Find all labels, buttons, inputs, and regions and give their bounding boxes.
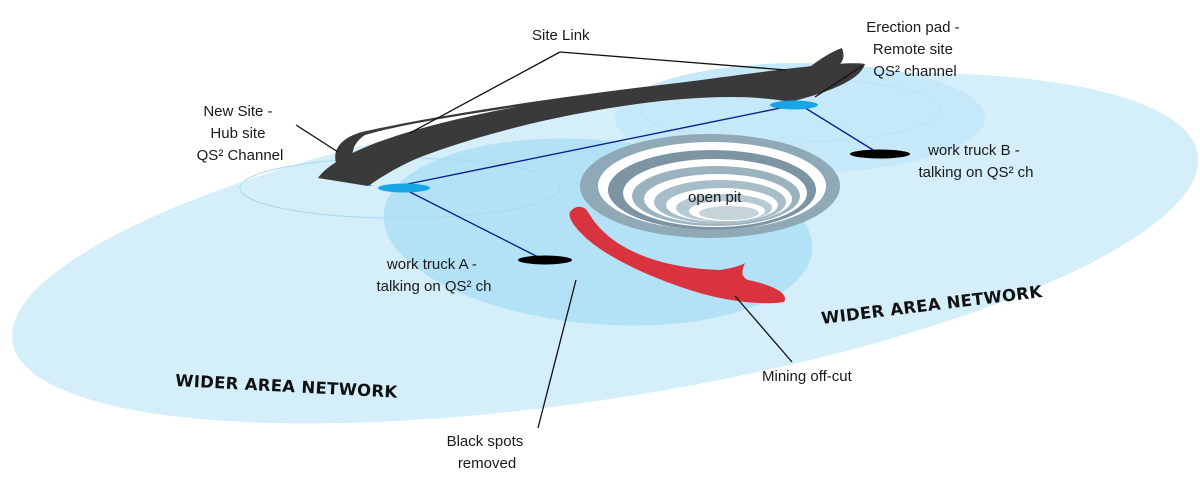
open-pit-label: open pit bbox=[688, 189, 742, 206]
work-truck-a bbox=[518, 255, 572, 265]
mining-offcut-label: Mining off-cut bbox=[762, 368, 853, 385]
hub-to-remote-link bbox=[397, 103, 801, 187]
hub-to-truck-a-link bbox=[401, 187, 541, 259]
mining-offcut bbox=[569, 206, 786, 304]
remote-to-truck-b-link bbox=[801, 105, 879, 154]
site-link-swoosh bbox=[318, 48, 865, 186]
hub-site-marker bbox=[378, 183, 430, 193]
radio-links bbox=[397, 103, 879, 259]
leader-lines bbox=[295, 51, 863, 429]
remote-site-marker bbox=[770, 100, 818, 110]
work-truck-b bbox=[850, 149, 910, 159]
black-spots-label: Black spots removed bbox=[447, 433, 528, 472]
truck-a-label: work truck A - talking on QS² ch bbox=[376, 256, 491, 295]
erection-pad-label: Erection pad - Remote site QS² channel bbox=[866, 19, 964, 80]
site-link-label: Site Link bbox=[532, 27, 590, 44]
truck-b-label: work truck B - talking on QS² ch bbox=[918, 142, 1033, 181]
open-pit bbox=[580, 134, 840, 238]
new-site-label: New Site - Hub site QS² Channel bbox=[197, 103, 284, 164]
